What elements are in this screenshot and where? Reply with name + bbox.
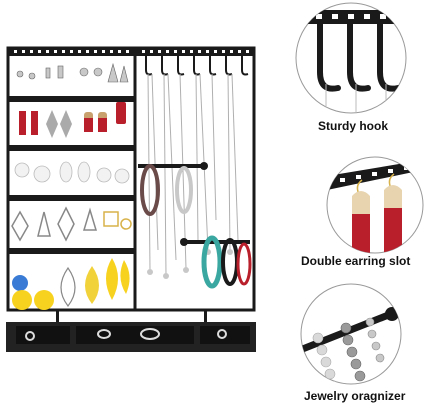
tray-compartment (76, 326, 194, 344)
stand-leg-left (56, 310, 59, 324)
earrings-row-4 (11, 206, 132, 242)
bracelets (140, 164, 252, 289)
bracelet-bar-closeup (301, 307, 400, 384)
callout-jewelry-organizer (300, 283, 402, 385)
callout-label-jewelry-organizer: Jewelry oragnizer (304, 389, 406, 403)
callout-label-sturdy-hook: Sturdy hook (318, 119, 389, 133)
callout-earring-slot (326, 156, 424, 254)
earring-slot-closeup (327, 160, 423, 253)
earrings-row-1 (16, 62, 129, 83)
callout-label-earring-slot: Double earring slot (301, 254, 411, 268)
stand-leg-right (204, 310, 207, 324)
tray-rings (25, 328, 227, 341)
earrings-row-5 (12, 258, 130, 310)
earrings-row-3 (14, 161, 130, 184)
earring-rows (8, 96, 135, 254)
sturdy-hook-closeup (296, 10, 406, 113)
earrings-row-2 (19, 102, 126, 138)
necklace-hooks (145, 56, 249, 76)
jewelry-stand (6, 46, 256, 352)
tray-compartment (16, 326, 70, 344)
callout-sturdy-hook (295, 2, 407, 114)
